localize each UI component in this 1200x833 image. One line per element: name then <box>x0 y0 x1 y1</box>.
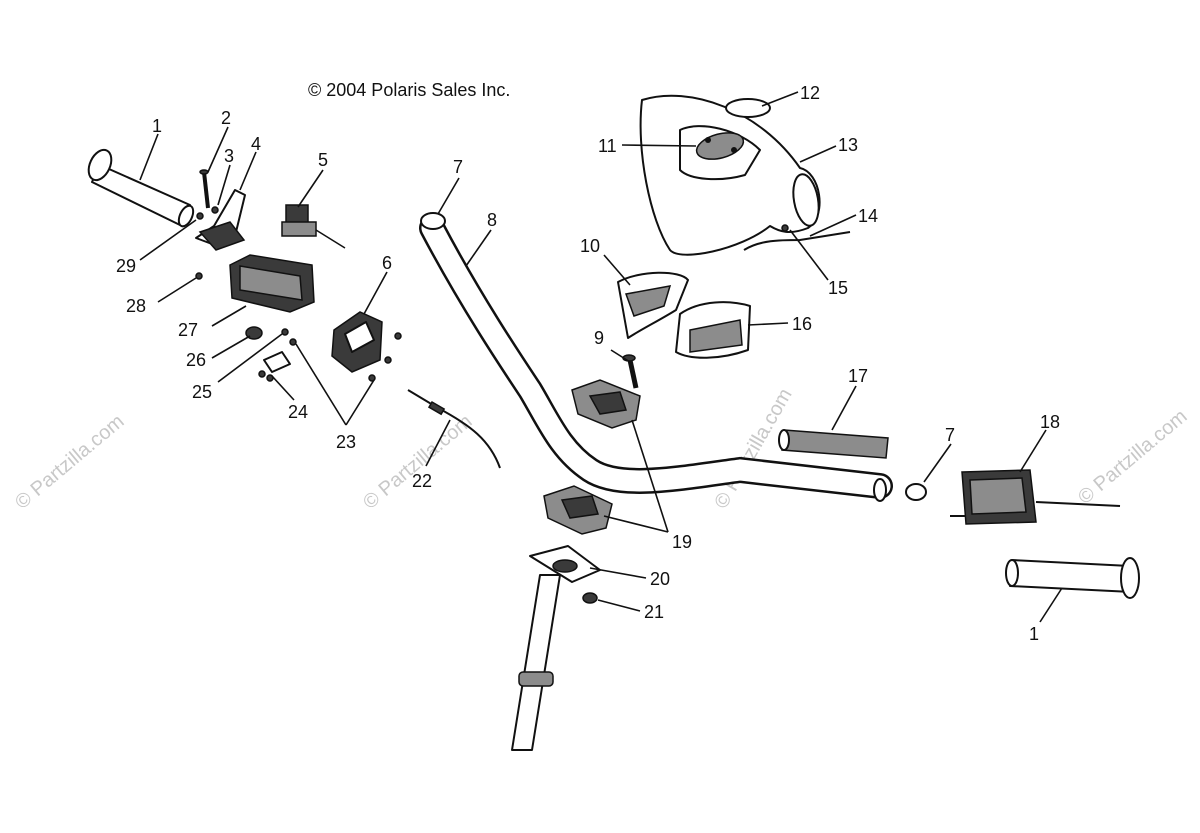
steering-post <box>511 574 561 751</box>
callout-19: 19 <box>672 532 692 552</box>
callout-21: 21 <box>644 602 664 622</box>
wire-harness <box>743 231 851 251</box>
callout-1-right: 1 <box>1029 624 1039 644</box>
end-plug-right <box>905 483 927 501</box>
switch-housing <box>950 469 1121 525</box>
leader-lines <box>139 91 1063 623</box>
handlebar <box>419 212 893 502</box>
callout-2: 2 <box>221 108 231 128</box>
callout-10: 10 <box>580 236 600 256</box>
callout-16: 16 <box>792 314 812 334</box>
screw-23 <box>289 338 297 346</box>
switch-5 <box>281 204 346 249</box>
lower-clamp <box>543 485 613 535</box>
decal-12 <box>725 98 771 118</box>
callout-6: 6 <box>382 253 392 273</box>
callout-4: 4 <box>251 134 261 154</box>
housing-cover-6 <box>331 311 402 382</box>
callout-8: 8 <box>487 210 497 230</box>
callout-5: 5 <box>318 150 328 170</box>
callout-26: 26 <box>186 350 206 370</box>
watermark-left: © Partzilla.com <box>11 410 128 513</box>
throttle-cable <box>407 389 501 469</box>
screw-25 <box>281 328 289 336</box>
callout-labels: 1 2 3 4 5 6 7 8 9 10 11 12 13 14 15 16 1… <box>116 83 1060 644</box>
copyright-notice: © 2004 Polaris Sales Inc. <box>308 80 510 100</box>
callout-29: 29 <box>116 256 136 276</box>
cover-24 <box>258 351 291 382</box>
callout-18: 18 <box>1040 412 1060 432</box>
callout-14: 14 <box>858 206 878 226</box>
throttle-housing <box>229 254 315 313</box>
callout-24: 24 <box>288 402 308 422</box>
watermark-right: © Partzilla.com <box>1074 405 1191 508</box>
callout-23: 23 <box>336 432 356 452</box>
callout-28: 28 <box>126 296 146 316</box>
callout-22: 22 <box>412 471 432 491</box>
callout-27: 27 <box>178 320 198 340</box>
callout-1-left: 1 <box>152 116 162 136</box>
throttle-lever <box>195 189 246 251</box>
callout-13: 13 <box>838 135 858 155</box>
callout-17: 17 <box>848 366 868 386</box>
decal-11 <box>695 132 745 160</box>
nut-21 <box>582 592 598 604</box>
callout-7-left: 7 <box>453 157 463 177</box>
bolt-9 <box>622 354 639 389</box>
handlebar-pod <box>639 94 821 256</box>
screw-28 <box>195 272 203 280</box>
callout-20: 20 <box>650 569 670 589</box>
callout-25: 25 <box>192 382 212 402</box>
callout-12: 12 <box>800 83 820 103</box>
pod-cover-16 <box>675 301 751 359</box>
upper-clamp <box>571 379 641 429</box>
watermark-center-left: © Partzilla.com <box>359 410 476 513</box>
callout-9: 9 <box>594 328 604 348</box>
screw-2 <box>199 169 210 209</box>
washer-29 <box>196 212 204 220</box>
heated-grip-element <box>778 429 889 459</box>
callout-3: 3 <box>224 146 234 166</box>
callout-7-right: 7 <box>945 425 955 445</box>
callout-15: 15 <box>828 278 848 298</box>
right-grip <box>1005 557 1140 599</box>
screw-15 <box>781 224 789 232</box>
callout-11: 11 <box>598 136 617 156</box>
left-grip <box>87 148 195 228</box>
pod-cover-10 <box>617 271 689 339</box>
washer-3 <box>211 206 219 214</box>
